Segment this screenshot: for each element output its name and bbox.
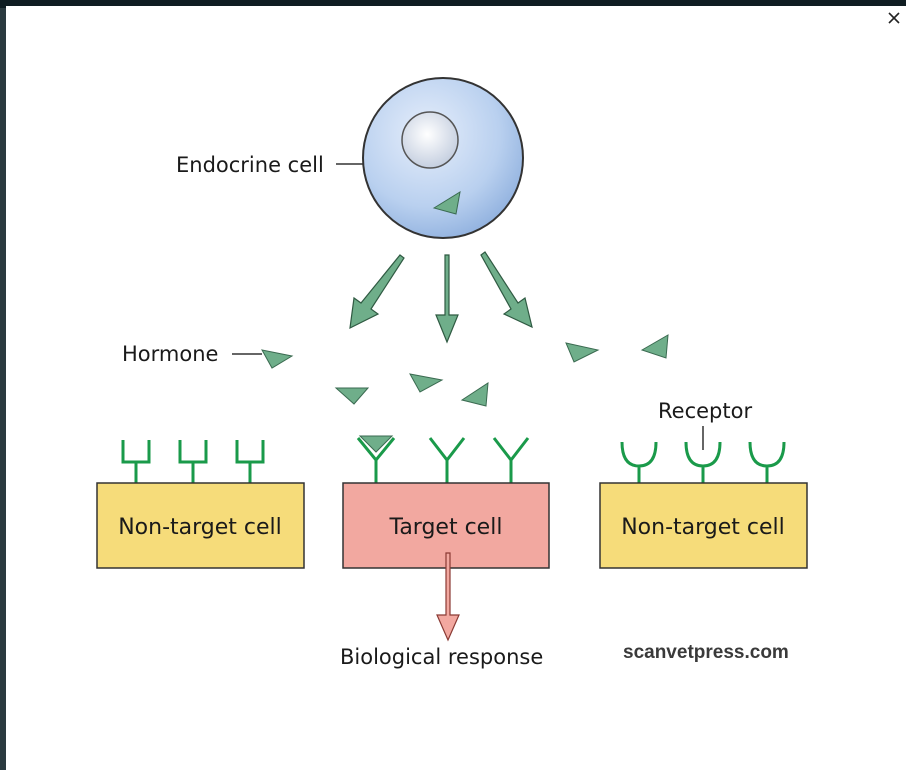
hormone-label: Hormone xyxy=(122,342,218,366)
receptor-square xyxy=(121,440,151,483)
biological-response-label: Biological response xyxy=(340,645,543,669)
close-icon xyxy=(888,12,900,24)
left-receptors xyxy=(121,440,265,483)
non-target-cell-left-label: Non-target cell xyxy=(118,515,282,540)
non-target-cell-right-label: Non-target cell xyxy=(621,515,785,540)
receptor-square xyxy=(178,440,208,483)
non-target-cell-left xyxy=(96,482,305,569)
receptor-label: Receptor xyxy=(658,399,752,423)
close-button[interactable] xyxy=(884,8,904,28)
hormone-molecules xyxy=(261,334,669,407)
receptor-square xyxy=(235,440,265,483)
receptor-y xyxy=(356,437,396,483)
receptor-u xyxy=(748,441,786,483)
hormone-molecule xyxy=(565,342,600,363)
arrow-center xyxy=(435,254,459,344)
target-receptors xyxy=(356,437,530,483)
release-arrows xyxy=(349,251,533,344)
hormone-molecule xyxy=(640,334,669,359)
non-target-cell-right xyxy=(599,482,808,569)
receptor-u xyxy=(684,441,722,483)
hormone-molecule xyxy=(409,373,444,393)
window-top-bar xyxy=(0,0,906,8)
nucleus xyxy=(401,111,459,169)
response-arrow xyxy=(436,552,460,642)
hormone-molecule xyxy=(261,349,294,369)
receptor-y xyxy=(428,437,466,483)
hormone-molecule xyxy=(334,387,370,405)
endocrine-cell-label: Endocrine cell xyxy=(176,153,324,177)
target-cell-label: Target cell xyxy=(389,515,503,540)
watermark: scanvetpress.com xyxy=(623,642,789,663)
arrow-right xyxy=(480,251,533,329)
hormone-molecule-in-cell xyxy=(432,190,461,215)
endocrine-cell xyxy=(362,77,524,239)
hormone-molecule xyxy=(460,382,489,407)
window-left-edge xyxy=(0,8,6,770)
bound-hormone xyxy=(358,435,394,453)
right-receptors xyxy=(620,441,786,483)
arrow-left xyxy=(349,254,405,330)
receptor-u xyxy=(620,441,658,483)
receptor-y xyxy=(492,437,530,483)
